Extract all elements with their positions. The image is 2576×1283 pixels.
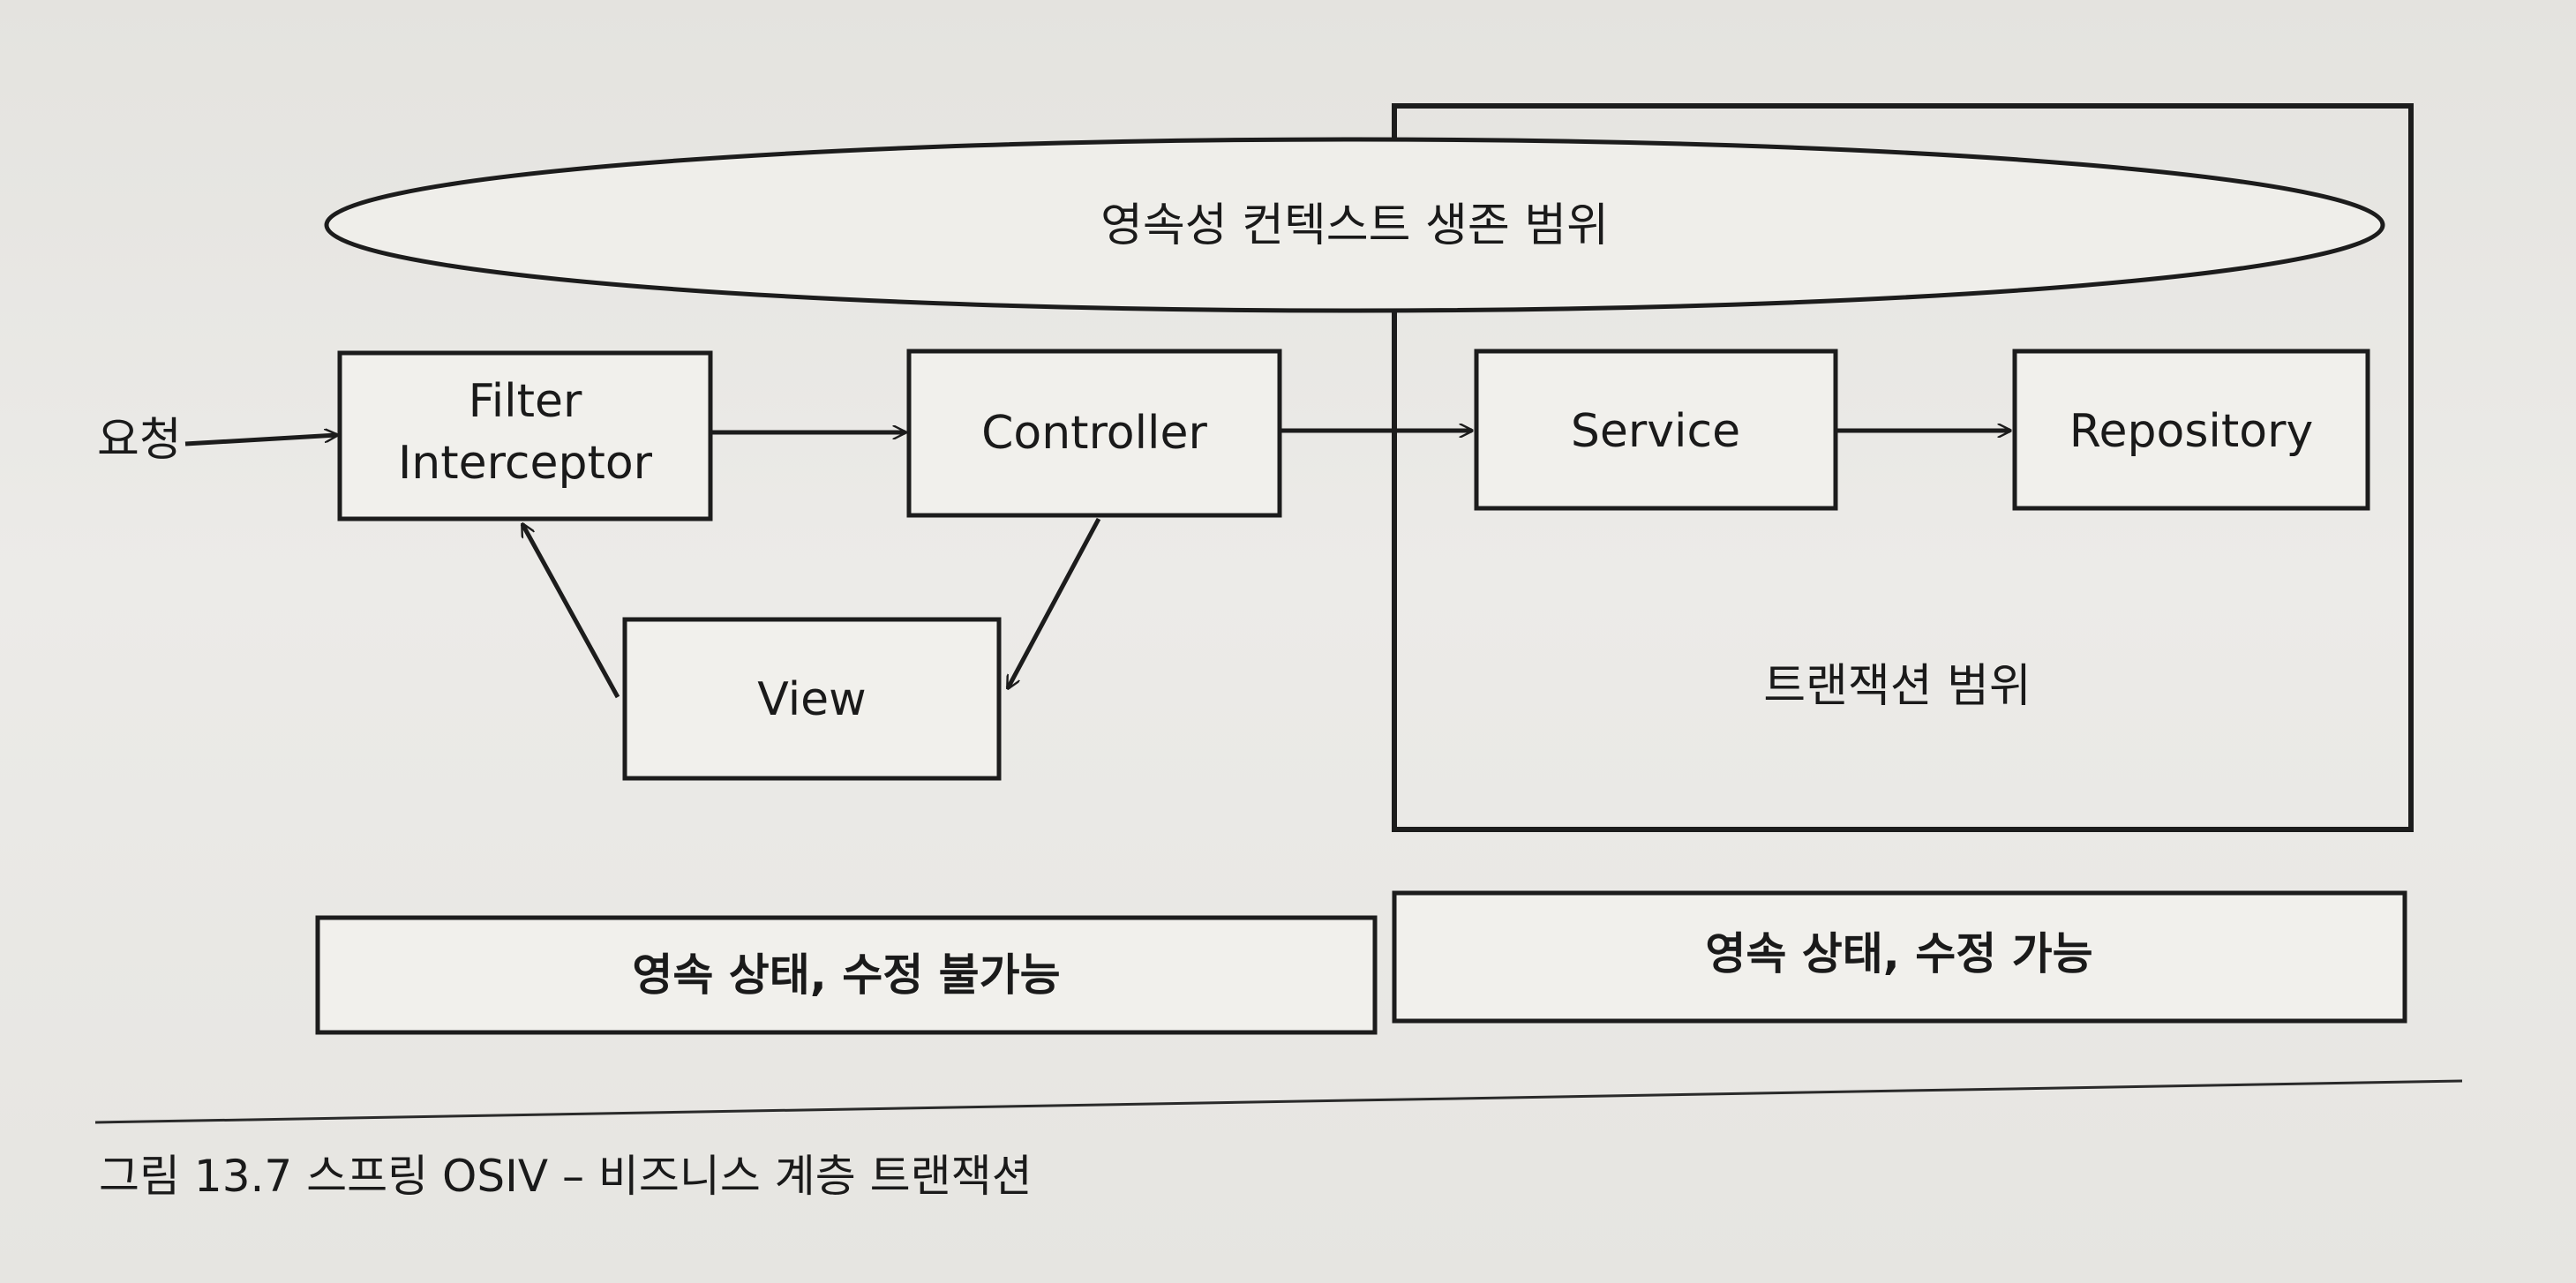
repository-label: Repository xyxy=(2069,405,2314,458)
request-arrow xyxy=(184,435,337,446)
request-label: 요청 xyxy=(97,414,182,467)
filter-label: Filter xyxy=(469,375,582,428)
ellipse-label: 영속성 컨텍스트 생존 범위 xyxy=(1100,199,1609,252)
transaction-scope-box xyxy=(1392,103,2414,832)
repository-box xyxy=(2012,349,2370,511)
controller-label: Controller xyxy=(981,407,1207,460)
controller-box xyxy=(906,349,1282,518)
state-right-label: 영속 상태, 수정 가능 xyxy=(1705,928,2092,979)
caption-rule xyxy=(94,1079,2463,1124)
state-box-right xyxy=(1392,890,2407,1024)
controller-to-view-arrow xyxy=(1005,517,1101,688)
view-to-filter-arrow xyxy=(520,524,620,699)
state-box-left xyxy=(315,915,1378,1035)
interceptor-label: Interceptor xyxy=(398,437,653,490)
figure-caption: 그림 13.7 스프링 OSIV – 비즈니스 계층 트랜잭션 xyxy=(99,1151,1033,1202)
state-left-label: 영속 상태, 수정 불가능 xyxy=(632,949,1060,1001)
transaction-scope-label: 트랜잭션 범위 xyxy=(1763,660,2032,713)
persistence-context-ellipse xyxy=(324,137,2385,313)
filter-interceptor-box xyxy=(337,350,713,521)
view-box xyxy=(622,617,1002,781)
service-label: Service xyxy=(1571,405,1740,458)
view-label: View xyxy=(757,673,866,726)
